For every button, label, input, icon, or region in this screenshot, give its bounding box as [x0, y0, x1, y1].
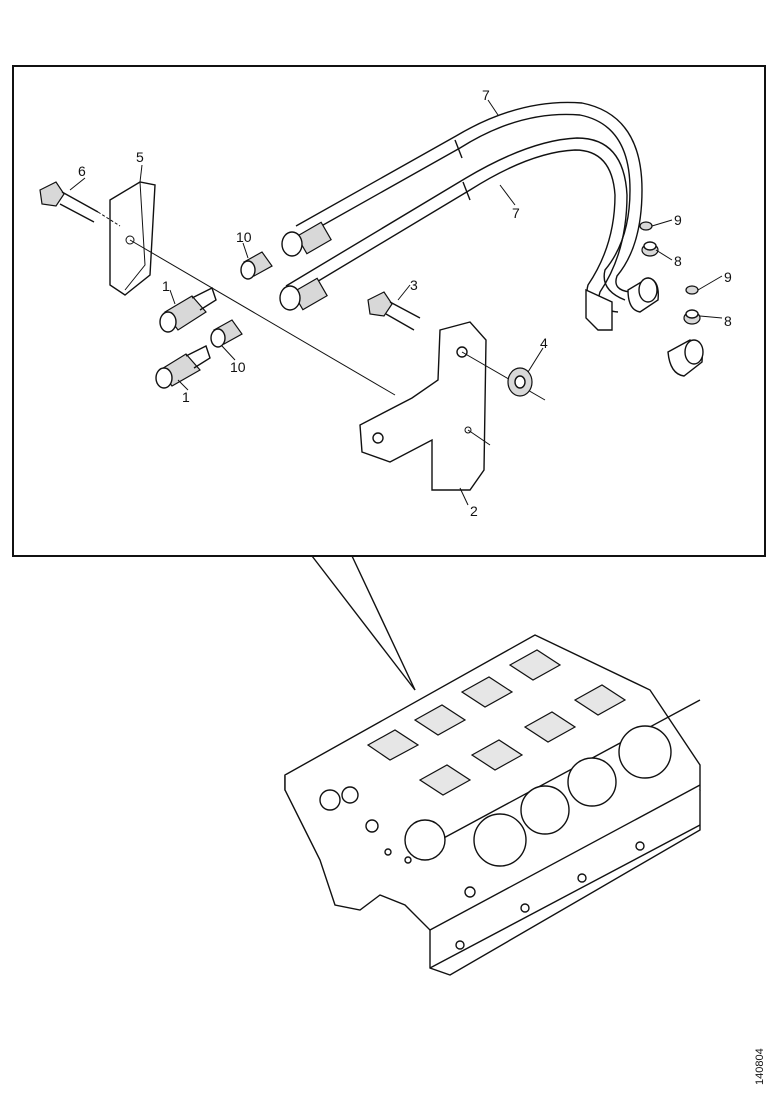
callout-8: 8 [724, 313, 732, 329]
detail-frame [12, 65, 766, 557]
washer-4-icon [507, 367, 533, 397]
callout-1: 1 [162, 278, 170, 294]
adapter-10b-icon [210, 319, 243, 348]
union-1b-icon [155, 345, 211, 389]
callout-10: 10 [230, 359, 246, 375]
drawing-reference-number: 140804 [752, 1035, 772, 1085]
leader-lines [69, 99, 723, 506]
callout-3: 3 [410, 277, 418, 293]
bolt-3-icon [367, 291, 421, 331]
callout-2: 2 [470, 503, 478, 519]
callout-6: 6 [78, 163, 86, 179]
bolt-6-icon [39, 181, 121, 227]
bracket-5 [109, 181, 156, 296]
callout-10: 10 [236, 229, 252, 245]
callout-7: 7 [482, 87, 490, 103]
callout-7: 7 [512, 205, 520, 221]
oil-pipe-assembly [279, 101, 704, 377]
drawing-reference-text: 140804 [754, 1048, 766, 1085]
detail-pointer [311, 555, 416, 691]
adapter-10a-icon [240, 251, 273, 280]
engine-block [284, 634, 701, 976]
callout-9: 9 [724, 269, 732, 285]
seal-9b-icon [685, 285, 699, 295]
callout-9: 9 [674, 212, 682, 228]
bracket-2 [359, 321, 491, 491]
callout-8: 8 [674, 253, 682, 269]
callout-4: 4 [540, 335, 548, 351]
callout-1: 1 [182, 389, 190, 405]
union-1a-icon [159, 287, 217, 333]
callout-5: 5 [136, 149, 144, 165]
seal-9a-icon [639, 221, 653, 231]
